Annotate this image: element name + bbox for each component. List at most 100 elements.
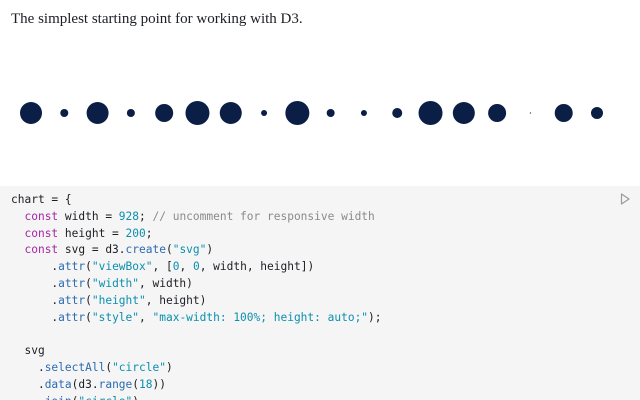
code-token: attr: [58, 293, 86, 307]
code-token: 0: [192, 260, 200, 274]
code-token: [11, 227, 24, 240]
circle-dot: [591, 107, 603, 119]
code-token: 18: [139, 377, 153, 391]
code-token: "style": [91, 310, 140, 324]
code-token: .: [11, 293, 59, 307]
code-cell[interactable]: chart = { const width = 928; // uncommen…: [0, 186, 640, 400]
code-editor[interactable]: chart = { const width = 928; // uncommen…: [0, 186, 640, 400]
code-token: .: [11, 260, 59, 274]
code-token: attr: [58, 260, 86, 274]
code-token: data: [44, 377, 72, 391]
circle-dot: [261, 110, 268, 116]
code-token: svg = d3.: [58, 243, 126, 257]
code-token: ;: [145, 226, 153, 240]
intro-text: The simplest starting point for working …: [11, 11, 303, 27]
circle-dot: [219, 102, 242, 124]
code-token: , [: [152, 260, 173, 274]
circle-dot: [360, 110, 367, 116]
circle-dot: [155, 104, 174, 122]
code-line: chart = {: [11, 192, 629, 209]
code-token: (: [85, 293, 92, 307]
code-line: ​: [11, 326, 629, 343]
code-token: .: [11, 276, 59, 290]
code-token: height =: [58, 226, 126, 240]
code-token: )): [152, 377, 166, 391]
code-token: ,: [179, 260, 193, 274]
circle-dot: [60, 109, 69, 117]
code-token: const: [24, 243, 59, 257]
code-token: (: [132, 377, 140, 391]
code-token: width =: [58, 209, 119, 223]
code-token: "max-width: 100%; height: auto;": [152, 310, 369, 324]
circle-dot: [452, 102, 475, 124]
code-line: .join("circle"): [11, 394, 629, 400]
code-token: create: [125, 243, 166, 257]
circle-dot: [392, 108, 403, 118]
code-token: [11, 210, 24, 223]
code-line: .attr("viewBox", [0, 0, width, height]): [11, 259, 629, 276]
code-line: .data(d3.range(18)): [11, 377, 629, 394]
code-token: "width": [91, 276, 140, 290]
code-token: "viewBox": [91, 260, 153, 274]
code-token: .: [11, 377, 45, 391]
code-token: // uncomment for responsive width: [152, 209, 375, 223]
code-token: const: [24, 209, 59, 223]
circle-dot: [418, 101, 443, 125]
code-line: .attr("height", height): [11, 293, 629, 310]
circle-dot: [185, 101, 210, 125]
run-cell-button[interactable]: [618, 192, 632, 206]
code-token: attr: [58, 310, 86, 324]
code-token: svg: [11, 344, 45, 358]
code-token: attr: [58, 276, 86, 290]
code-token: , width, height]): [199, 260, 315, 274]
code-token: ;: [139, 209, 153, 223]
circle-dot: [86, 102, 109, 124]
code-line: .attr("style", "max-width: 100%; height:…: [11, 310, 629, 327]
code-token: "circle": [78, 395, 132, 400]
code-token: , height): [145, 293, 207, 307]
code-token: ,: [139, 310, 153, 324]
circle-dot: [285, 101, 310, 125]
code-token: (: [85, 260, 92, 274]
code-token: ): [132, 395, 139, 400]
code-token: [11, 243, 24, 256]
code-line: .attr("width", width): [11, 276, 629, 293]
code-token: .: [11, 310, 59, 324]
circle-dot: [20, 102, 42, 124]
code-token: (d3.: [71, 377, 99, 391]
code-token: "height": [91, 293, 146, 307]
code-line: const height = 200;: [11, 226, 629, 243]
code-token: ): [165, 360, 173, 374]
code-token: "svg": [172, 243, 207, 257]
chart-output: [0, 80, 640, 146]
circle-dot: [488, 104, 507, 122]
code-token: 928: [118, 209, 140, 223]
code-token: ): [206, 243, 214, 257]
code-token: 200: [125, 226, 146, 240]
code-token: .: [11, 360, 45, 374]
code-line: const width = 928; // uncomment for resp…: [11, 209, 629, 226]
code-token: (: [85, 310, 92, 324]
circle-dot: [554, 104, 573, 122]
code-token: const: [24, 226, 59, 240]
circle-dot: [326, 109, 335, 117]
code-line: svg: [11, 343, 629, 360]
code-token: (: [105, 360, 113, 374]
code-token: .: [11, 395, 45, 400]
code-token: );: [368, 310, 382, 324]
dots-svg: [20, 101, 603, 125]
code-token: range: [98, 377, 133, 391]
play-outline-icon: [620, 193, 630, 205]
code-token: join: [45, 395, 72, 400]
code-token: selectAll: [44, 360, 106, 374]
code-line: .selectAll("circle"): [11, 360, 629, 377]
code-token: 0: [172, 260, 180, 274]
code-token: (: [165, 243, 173, 257]
code-line: const svg = d3.create("svg"): [11, 242, 629, 259]
circle-dot: [126, 109, 135, 117]
circle-dot: [529, 112, 532, 114]
code-token: (: [72, 395, 79, 400]
code-token: chart = {: [11, 193, 72, 206]
code-token: , width): [139, 276, 193, 290]
